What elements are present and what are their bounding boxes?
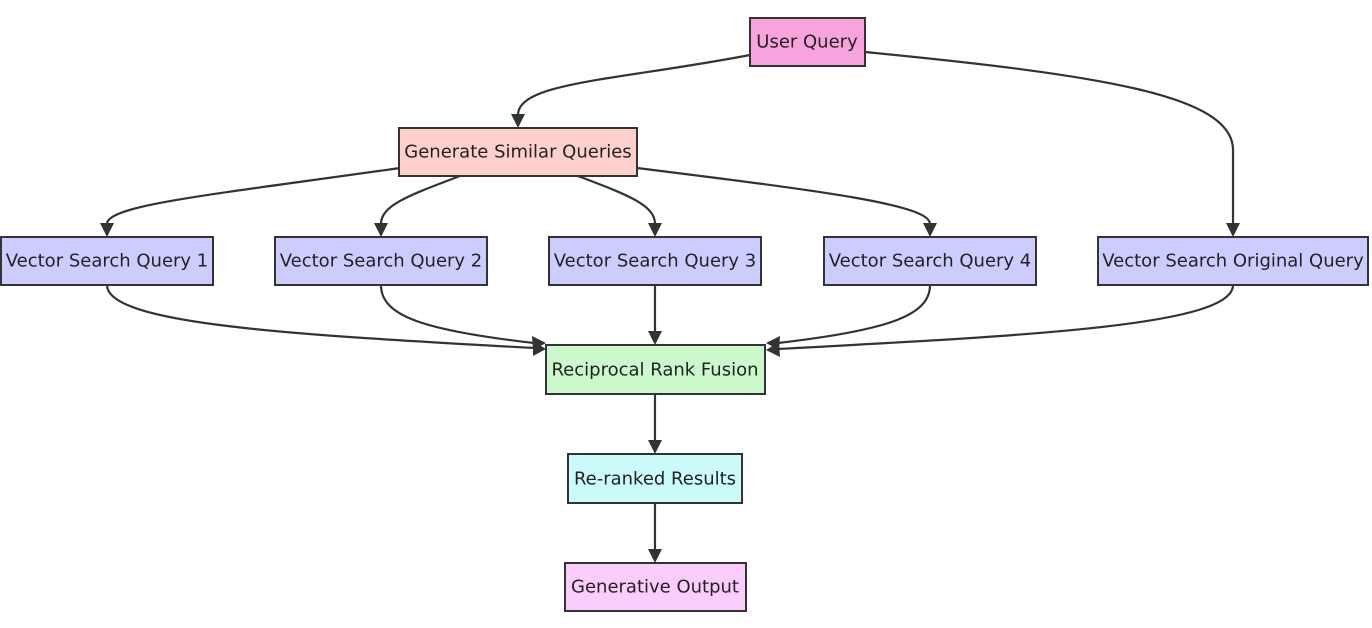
arrowhead-vs-query-3 — [648, 223, 662, 237]
node-vector-search-query-4-box — [823, 236, 1037, 286]
edge-generate-similar-to-vs-query-2 — [379, 174, 461, 225]
node-reciprocal-rank-fusion-box — [545, 344, 766, 395]
node-vector-search-query-1-label: Vector Search Query 1 — [6, 251, 209, 272]
node-vector-search-query-4[interactable]: Vector Search Query 4 — [823, 236, 1037, 286]
node-vector-search-query-2-box — [274, 236, 488, 286]
edge-vs-query-4-to-rrf — [777, 284, 932, 345]
node-vector-search-query-1-box — [0, 236, 214, 286]
node-generate-similar-queries-label: Generate Similar Queries — [404, 142, 631, 163]
node-vector-search-query-3-label: Vector Search Query 3 — [554, 251, 757, 272]
node-vector-search-query-1[interactable]: Vector Search Query 1 — [0, 236, 214, 286]
edge-generate-similar-to-vs-query-4 — [636, 166, 932, 225]
node-generative-output-label: Generative Output — [571, 577, 739, 598]
arrowhead-rrf-from-query-2 — [532, 336, 546, 350]
node-re-ranked-results-label: Re-ranked Results — [574, 469, 736, 490]
arrowhead-vs-query-1 — [100, 223, 114, 237]
node-re-ranked-results-box — [567, 453, 743, 504]
node-vector-search-query-3-box — [548, 236, 762, 286]
edge-user-query-to-vs-original — [864, 50, 1235, 224]
arrowhead-generative-output — [648, 549, 662, 563]
node-vector-search-query-2-label: Vector Search Query 2 — [280, 251, 483, 272]
arrowhead-reranked — [648, 440, 662, 454]
node-re-ranked-results[interactable]: Re-ranked Results — [567, 453, 743, 504]
arrowhead-generate-similar — [511, 114, 525, 128]
node-user-query-label: User Query — [756, 32, 858, 53]
node-user-query[interactable]: User Query — [749, 17, 866, 67]
arrowhead-vs-original — [1226, 223, 1240, 237]
node-vector-search-original-query-box — [1097, 236, 1369, 286]
arrowhead-vs-query-2 — [374, 223, 388, 237]
node-generative-output[interactable]: Generative Output — [564, 562, 747, 612]
node-vector-search-query-3[interactable]: Vector Search Query 3 — [548, 236, 762, 286]
node-vector-search-original-query-label: Vector Search Original Query — [1102, 251, 1364, 272]
node-reciprocal-rank-fusion[interactable]: Reciprocal Rank Fusion — [545, 344, 766, 395]
edge-vs-original-to-rrf — [777, 284, 1235, 351]
edge-user-query-to-generate-similar — [516, 53, 751, 116]
arrowhead-vs-query-4 — [923, 223, 937, 237]
arrowhead-rrf-from-original — [766, 342, 780, 357]
edge-vs-query-2-to-rrf — [379, 284, 535, 345]
edge-generate-similar-to-vs-query-3 — [577, 174, 657, 225]
node-generate-similar-queries-box — [398, 127, 638, 177]
node-generative-output-box — [564, 562, 747, 612]
node-generate-similar-queries[interactable]: Generate Similar Queries — [398, 127, 638, 177]
edge-vs-query-1-to-rrf — [105, 284, 535, 350]
node-vector-search-original-query[interactable]: Vector Search Original Query — [1097, 236, 1369, 286]
edges — [100, 50, 1240, 563]
node-reciprocal-rank-fusion-label: Reciprocal Rank Fusion — [551, 360, 758, 381]
node-vector-search-query-4-label: Vector Search Query 4 — [829, 251, 1032, 272]
node-user-query-box — [749, 17, 866, 67]
edge-generate-similar-to-vs-query-1 — [105, 166, 401, 225]
node-vector-search-query-2[interactable]: Vector Search Query 2 — [274, 236, 488, 286]
arrowhead-rrf-from-query-3 — [648, 331, 662, 345]
